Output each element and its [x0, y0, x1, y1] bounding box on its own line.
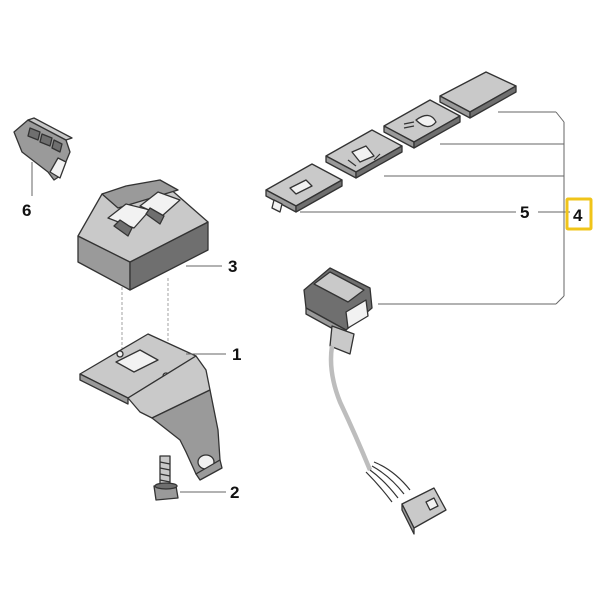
rocker-switch-harness[interactable] [303, 267, 447, 535]
part-2-screw[interactable] [153, 455, 179, 501]
callout-2: 2 [230, 483, 239, 502]
callout-4: 4 [573, 206, 583, 225]
rocker-cover-horn[interactable] [265, 163, 343, 213]
part-3-switch-housing[interactable] [77, 179, 209, 291]
headlight-icon [351, 145, 375, 163]
horn-icon [289, 179, 313, 195]
rocker-cover-fog-light[interactable] [383, 99, 461, 149]
rocker-cover-blank[interactable] [439, 71, 517, 119]
callout-6: 6 [22, 201, 31, 220]
callout-1: 1 [232, 345, 241, 364]
part-1-mounting-bracket[interactable] [79, 333, 223, 481]
callout-4-highlight [565, 197, 593, 231]
callout-3: 3 [228, 257, 237, 276]
part-6-switch-cap[interactable] [13, 117, 73, 196]
fog-light-icon [415, 114, 437, 128]
rocker-cover-light[interactable] [325, 129, 403, 179]
callout-leaders [300, 111, 570, 305]
callout-5: 5 [520, 203, 529, 222]
